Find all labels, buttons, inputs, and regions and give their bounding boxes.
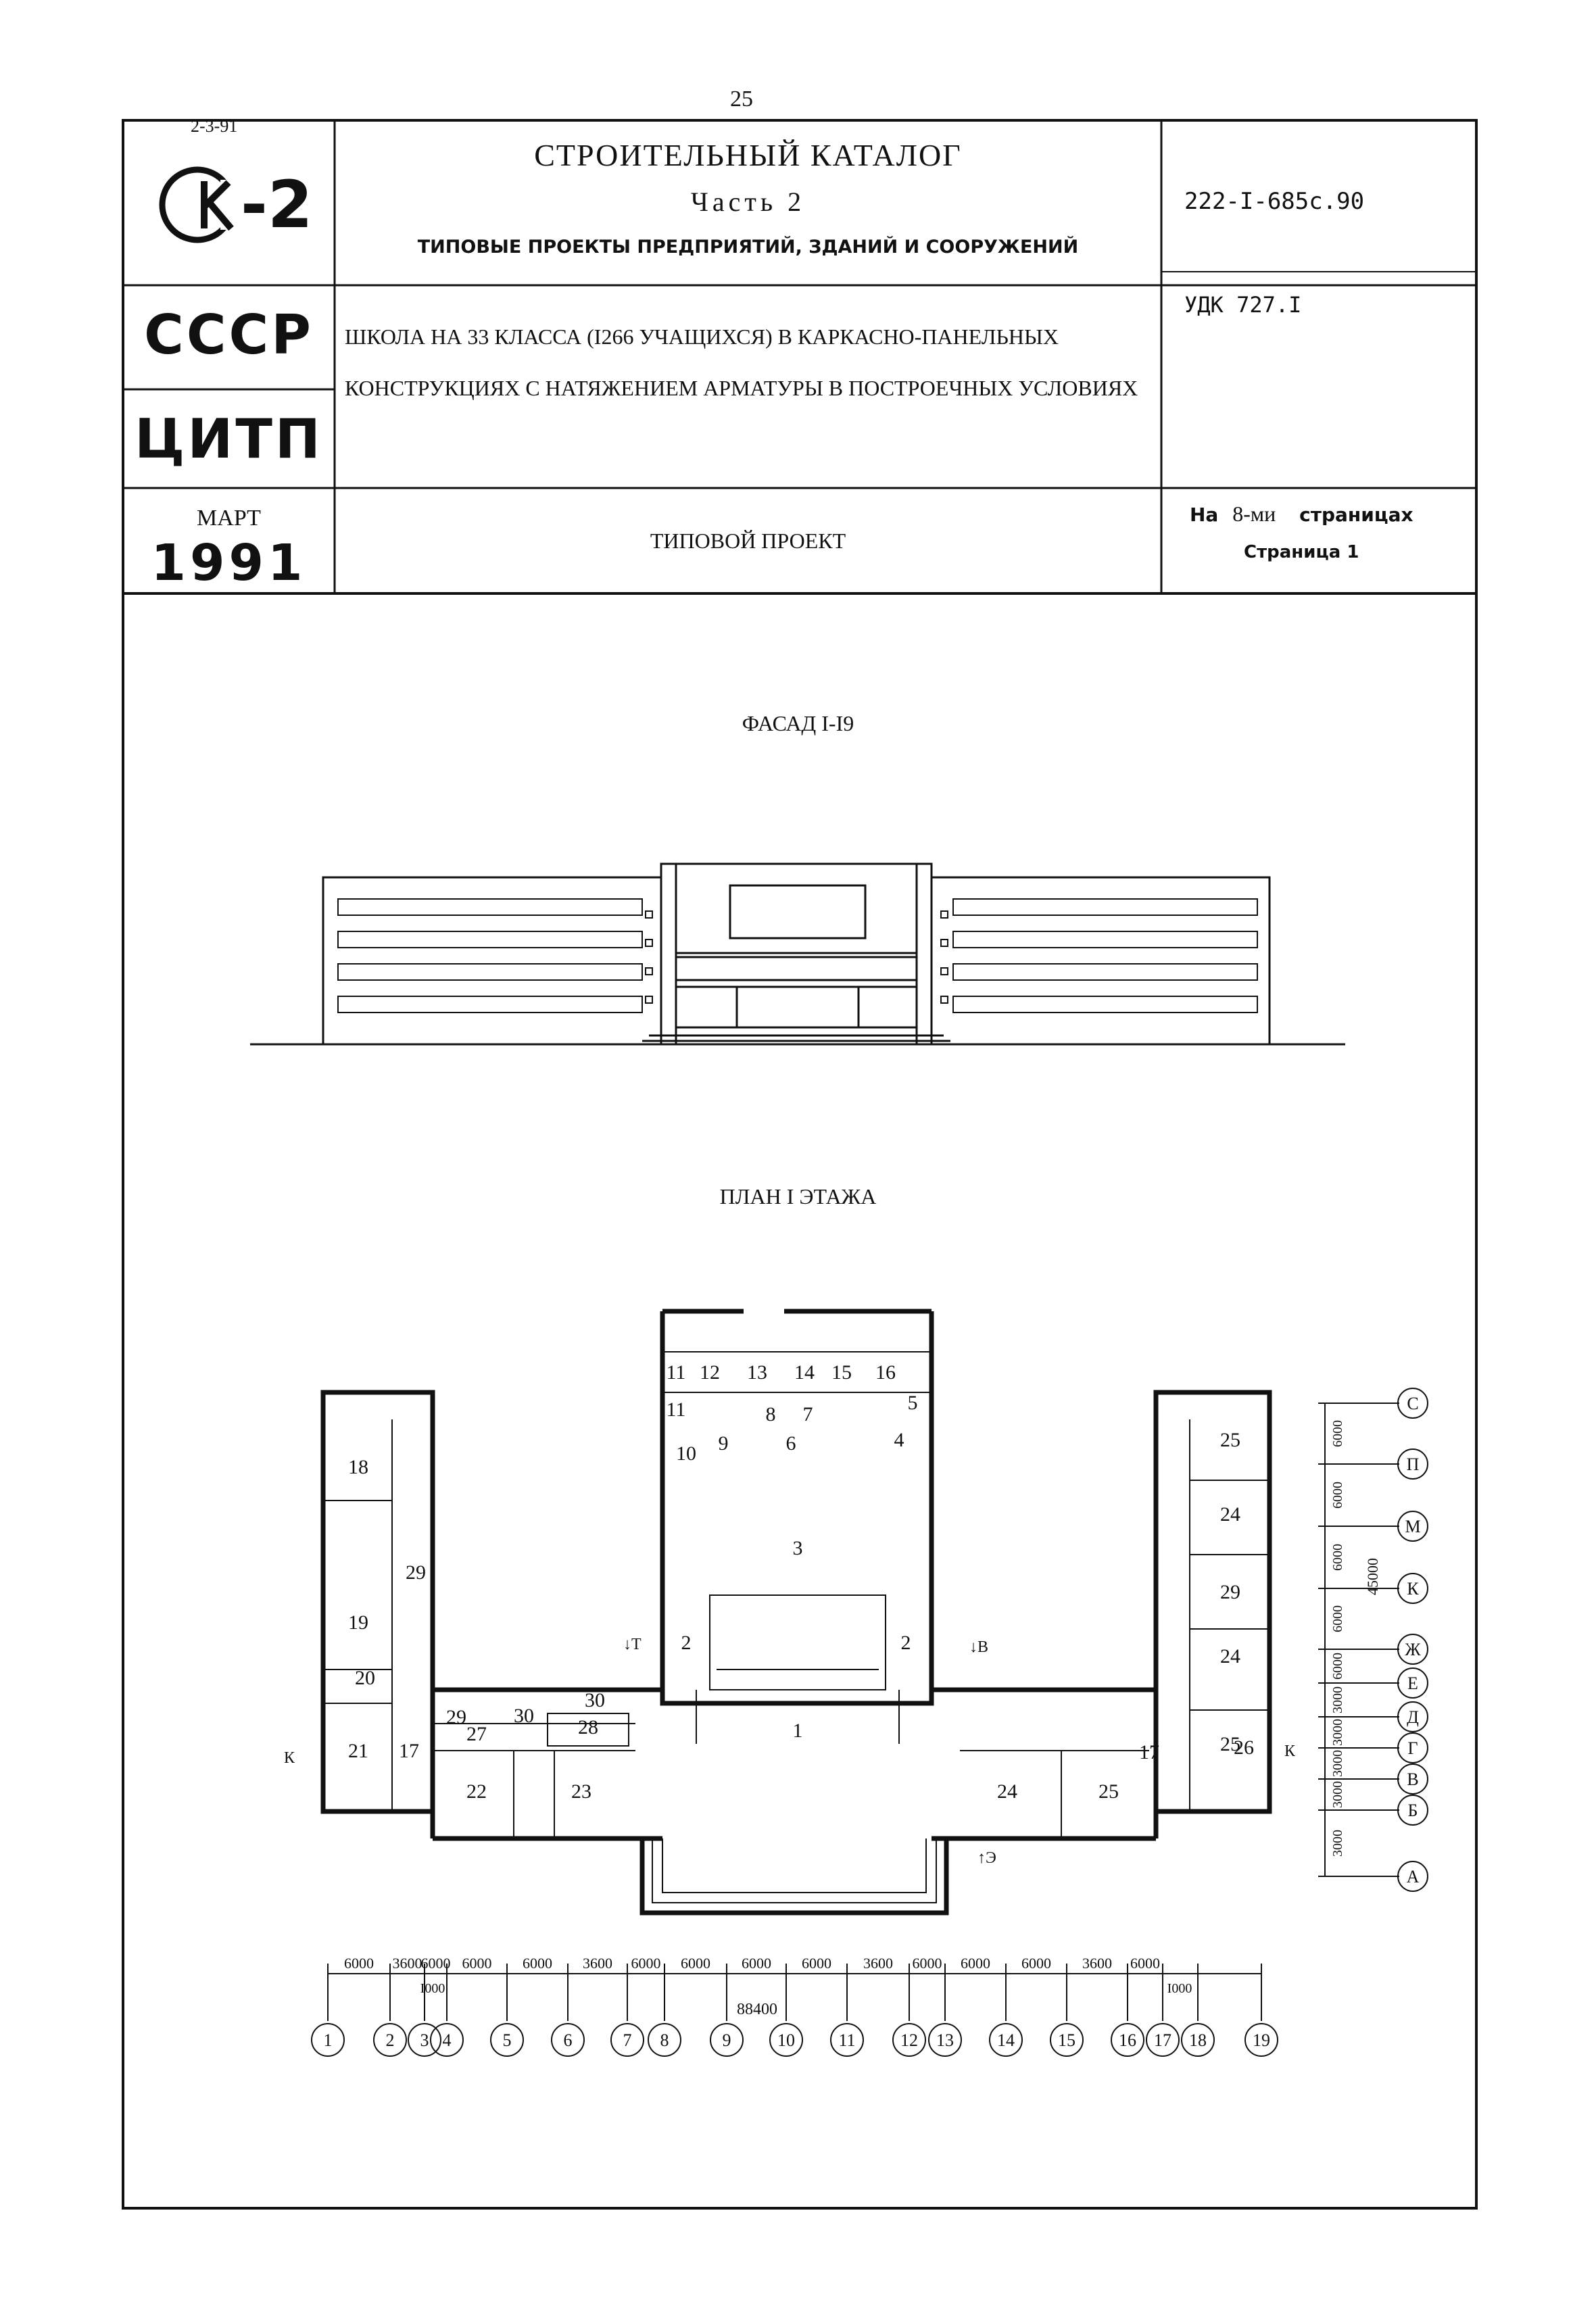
logo-suffix: -2 bbox=[241, 167, 313, 243]
page-number: 25 bbox=[730, 87, 753, 112]
project-description-line1: ШКОЛА НА 33 КЛАССА (I266 УЧАЩИХСЯ) В КАР… bbox=[345, 324, 1059, 349]
page-count-suffix: страницах bbox=[1299, 504, 1413, 526]
section-mark-e: ↑Э bbox=[977, 1849, 996, 1867]
project-description-line2: КОНСТРУКЦИЯХ С НАТЯЖЕНИЕМ АРМАТУРЫ В ПОС… bbox=[345, 376, 1138, 400]
page-count-number: 8-ми bbox=[1232, 502, 1276, 526]
row-total-dimension: 45000 bbox=[1364, 1558, 1381, 1595]
catalog-subtitle: ТИПОВЫЕ ПРОЕКТЫ ПРЕДПРИЯТИЙ, ЗДАНИЙ И СО… bbox=[417, 237, 1079, 258]
project-code: 222-I-685с.90 bbox=[1184, 188, 1365, 215]
page-count: На 8-ми страницах bbox=[1190, 502, 1413, 527]
agency-label: ЦИТП bbox=[135, 408, 323, 470]
catalog-part: Часть 2 bbox=[690, 187, 806, 217]
facade-title: ФАСАД I-I9 bbox=[742, 711, 854, 735]
section-mark-v: ↓В bbox=[969, 1638, 989, 1656]
plan-title: ПЛАН I ЭТАЖА bbox=[719, 1184, 877, 1209]
issue-month: МАРТ bbox=[197, 506, 261, 531]
page-count-prefix: На bbox=[1190, 504, 1219, 526]
section-mark-right: К bbox=[1284, 1743, 1296, 1760]
logo-letters: СК bbox=[155, 154, 156, 155]
document-type: ТИПОВОЙ ПРОЕКТ bbox=[650, 529, 846, 553]
section-mark-left: К bbox=[284, 1749, 295, 1767]
current-page-label: Страница 1 bbox=[1244, 542, 1359, 562]
catalog-logo: СК -2 bbox=[155, 154, 313, 255]
col-total-dimension: 88400 bbox=[737, 2001, 777, 2018]
issue-year: 1991 bbox=[151, 534, 307, 592]
country-label: СССР bbox=[144, 303, 314, 366]
catalog-title: СТРОИТЕЛЬНЫЙ КАТАЛОГ bbox=[534, 138, 962, 172]
section-mark-t: ↓Т bbox=[623, 1636, 642, 1653]
udk-code: УДК 727.I bbox=[1184, 292, 1302, 318]
